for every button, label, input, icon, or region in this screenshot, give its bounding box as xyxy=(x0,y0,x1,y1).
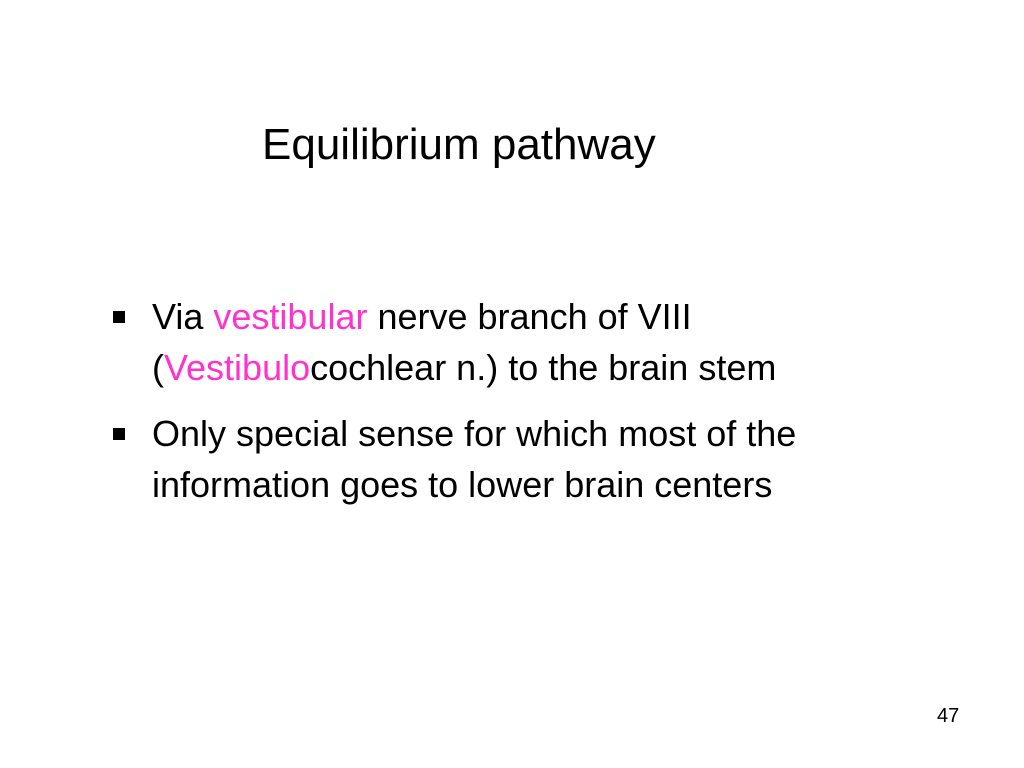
bullet-list: Via vestibular nerve branch of VIII (Ves… xyxy=(113,291,903,525)
square-bullet-icon xyxy=(113,428,125,440)
slide-title: Equilibrium pathway xyxy=(262,120,656,169)
page-number: 47 xyxy=(937,705,960,727)
bullet-text-segment: Only special sense for which most of the… xyxy=(152,413,797,505)
bullet-text-segment: cochlear n.) to the brain stem xyxy=(310,347,777,388)
bullet-text-segment: nerve branch of VIII ( xyxy=(152,296,692,388)
bullet-item: Via vestibular nerve branch of VIII (Ves… xyxy=(113,291,903,393)
bullet-text-segment: Via xyxy=(152,296,214,337)
bullet-item: Only special sense for which most of the… xyxy=(113,408,903,510)
highlighted-term-vestibular: vestibular xyxy=(213,296,368,337)
square-bullet-icon xyxy=(113,311,125,323)
highlighted-term-vestibulo: Vestibulo xyxy=(164,347,311,388)
